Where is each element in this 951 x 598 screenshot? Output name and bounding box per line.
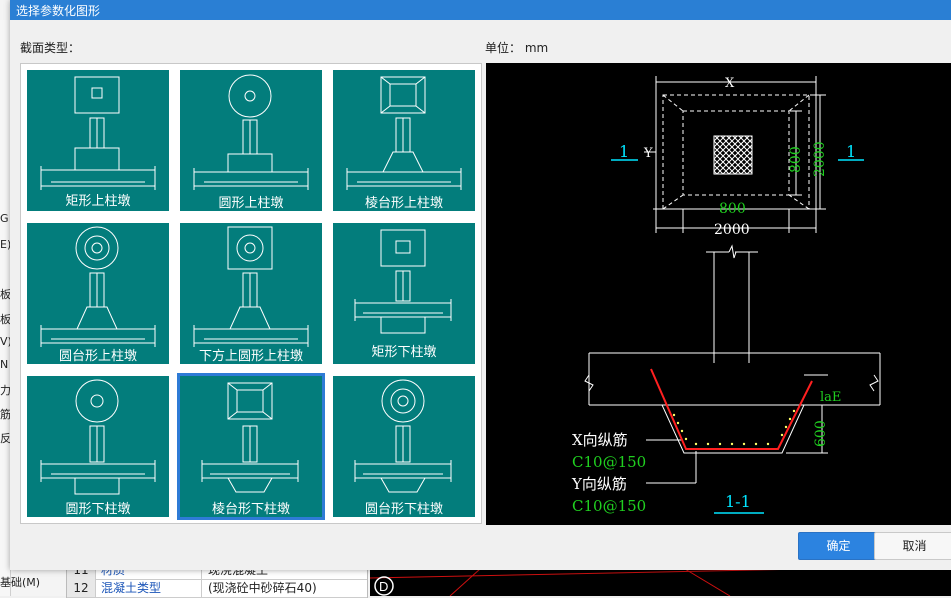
background-label: 板 [0, 288, 11, 301]
plan-dimension-lines [644, 76, 826, 233]
shape-tile-round-frustum-lower[interactable]: 圆台形下柱墩 [333, 376, 475, 517]
table-row[interactable]: 12 混凝土类型 (现浇砼中砂碎石40) [67, 579, 367, 598]
dim-2000-vertical: 2000 [812, 141, 828, 177]
shape-tile-round-frustum-upper[interactable]: 圆台形上柱墩 [27, 223, 169, 364]
section-view-outline [584, 244, 881, 484]
background-label: V) [0, 335, 12, 348]
column-hatch [713, 135, 753, 175]
shape-tile-circle-lower[interactable]: 圆形下柱墩 [27, 376, 169, 517]
ok-button[interactable]: 确定 [798, 532, 879, 560]
shape-grid: 矩形上柱墩 圆形上柱墩 [20, 63, 482, 524]
section-title: 1-1 [725, 492, 751, 511]
dialog-title: 选择参数化图形 [16, 4, 101, 18]
background-label: 板 [0, 313, 11, 326]
x-rebar-value: C10@150 [572, 453, 646, 471]
dim-x-label: X [725, 76, 735, 91]
background-label: 筋 [0, 408, 11, 421]
section-mark-left: 1 [619, 142, 629, 161]
shape-tile-frustum-lower[interactable]: 棱台形下柱墩 [177, 373, 325, 520]
x-rebar-label: X向纵筋 [572, 431, 628, 449]
rebar-line [650, 368, 813, 450]
frustum-upper-pier-icon [346, 76, 462, 190]
shape-preview-canvas: X Y 800 2000 800 2000 1 1 [486, 63, 951, 525]
dim-y-label: Y [643, 146, 653, 161]
unit-label: 单位： mm [485, 41, 549, 55]
background-label: G [0, 212, 9, 225]
section-mark-right: 1 [846, 142, 856, 161]
dialog-titlebar[interactable]: 选择参数化图形 [10, 0, 951, 20]
tile-label: 下方上圆形上柱墩 [198, 349, 303, 364]
tile-label: 矩形下柱墩 [371, 345, 437, 360]
preview-drawing: X Y 800 2000 800 2000 1 1 [571, 76, 881, 515]
axis-marker-label: D [379, 579, 388, 594]
tile-label: 棱台形上柱墩 [364, 196, 443, 211]
background-label: N [0, 358, 9, 371]
square-bottom-round-top-pier-icon [193, 226, 309, 347]
y-rebar-label: Y向纵筋 [571, 475, 627, 493]
section-type-label: 截面类型： [20, 41, 81, 55]
property-value[interactable]: (现浇砼中砂碎石40) [201, 579, 317, 597]
y-rebar-value: C10@150 [572, 497, 646, 515]
round-frustum-upper-pier-icon [40, 226, 156, 347]
cancel-button[interactable]: 取消 [874, 532, 951, 560]
dim-800-horizontal: 800 [719, 201, 746, 217]
tile-label: 圆形上柱墩 [218, 196, 284, 211]
shape-tile-frustum-upper[interactable]: 棱台形上柱墩 [333, 70, 475, 211]
axis-marker-circle [374, 576, 394, 596]
tile-label: 圆台形下柱墩 [364, 502, 443, 517]
background-label: E) [0, 238, 12, 251]
shape-tile-circle-upper[interactable]: 圆形上柱墩 [180, 70, 322, 211]
background-tree-item[interactable]: 基础(M) [0, 576, 41, 589]
circle-upper-pier-icon [193, 74, 309, 190]
background-label: 力 [0, 384, 11, 397]
frustum-lower-pier-icon [201, 382, 299, 493]
dim-800-vertical: 800 [788, 146, 804, 173]
tile-label: 矩形上柱墩 [65, 194, 131, 209]
circle-lower-pier-icon [40, 379, 156, 495]
row-number: 12 [67, 579, 96, 597]
background-label: 反 [0, 432, 11, 445]
rect-upper-pier-icon [40, 76, 156, 190]
lae-label: laE [820, 390, 841, 405]
tile-label: 圆台形上柱墩 [58, 349, 137, 364]
dim-2000-horizontal: 2000 [714, 222, 750, 238]
round-frustum-lower-pier-icon [354, 379, 452, 493]
shape-tile-rect-upper[interactable]: 矩形上柱墩 [27, 70, 169, 211]
tile-label: 棱台形下柱墩 [211, 502, 290, 517]
select-parametric-shape-dialog: 选择参数化图形 截面类型： 单位： mm 矩形上柱墩 [10, 0, 951, 570]
shape-tile-rect-lower[interactable]: 矩形下柱墩 [333, 223, 475, 364]
property-name[interactable]: 混凝土类型 [101, 581, 162, 595]
tile-label: 圆形下柱墩 [65, 502, 131, 517]
rebar-dots [672, 409, 796, 446]
rect-lower-pier-icon [354, 229, 452, 334]
shape-tile-square-bottom-round-top[interactable]: 下方上圆形上柱墩 [180, 223, 322, 364]
dim-600-label: 600 [813, 420, 829, 447]
